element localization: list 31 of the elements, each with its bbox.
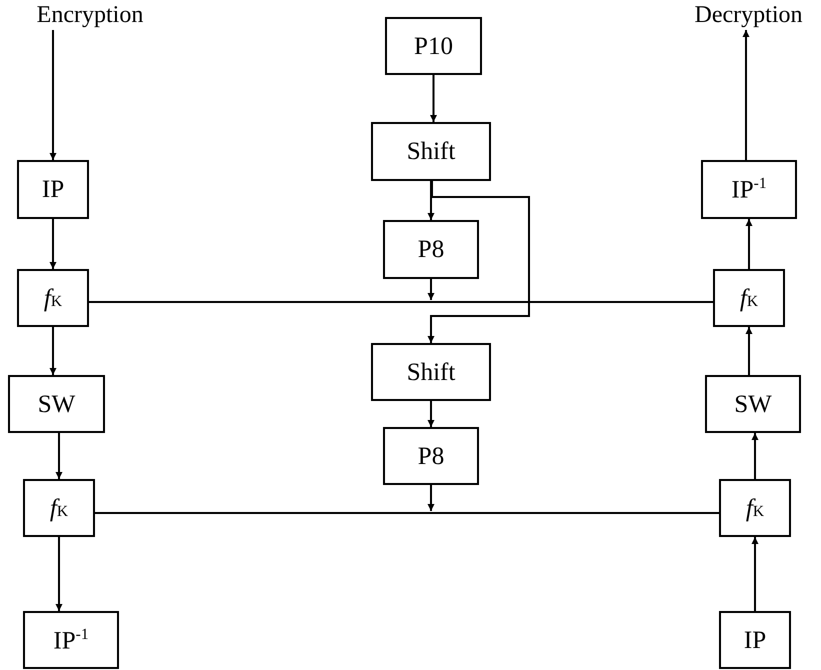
arrow	[50, 327, 56, 375]
arrow	[428, 181, 434, 220]
arrow	[56, 537, 62, 611]
flow-label: Decryption	[676, 0, 821, 30]
arrow	[428, 181, 530, 343]
connector-line	[89, 301, 713, 303]
process-box: Shift	[371, 343, 491, 401]
arrow	[56, 433, 62, 479]
process-box: SW	[705, 375, 801, 433]
process-box: IP	[17, 160, 89, 219]
arrow	[428, 485, 434, 511]
arrow	[746, 219, 752, 269]
process-box: P8	[383, 220, 479, 279]
process-box: P8	[383, 427, 479, 485]
arrow	[752, 433, 758, 479]
flow-label: Encryption	[20, 0, 160, 30]
arrow	[742, 30, 750, 160]
process-box: P10	[385, 17, 482, 75]
process-box: Shift	[371, 122, 491, 181]
process-box: IP$^{-1}$	[23, 611, 119, 669]
arrow	[50, 30, 56, 160]
arrow	[746, 327, 752, 375]
process-box: SW	[8, 375, 105, 433]
arrow	[428, 401, 434, 427]
process-box: IP$^{-1}$	[701, 160, 797, 219]
arrow	[428, 279, 434, 300]
arrow	[50, 219, 56, 269]
process-box: IP	[719, 611, 791, 669]
connector-line	[95, 512, 719, 514]
arrow	[430, 75, 437, 122]
arrow	[752, 537, 758, 611]
